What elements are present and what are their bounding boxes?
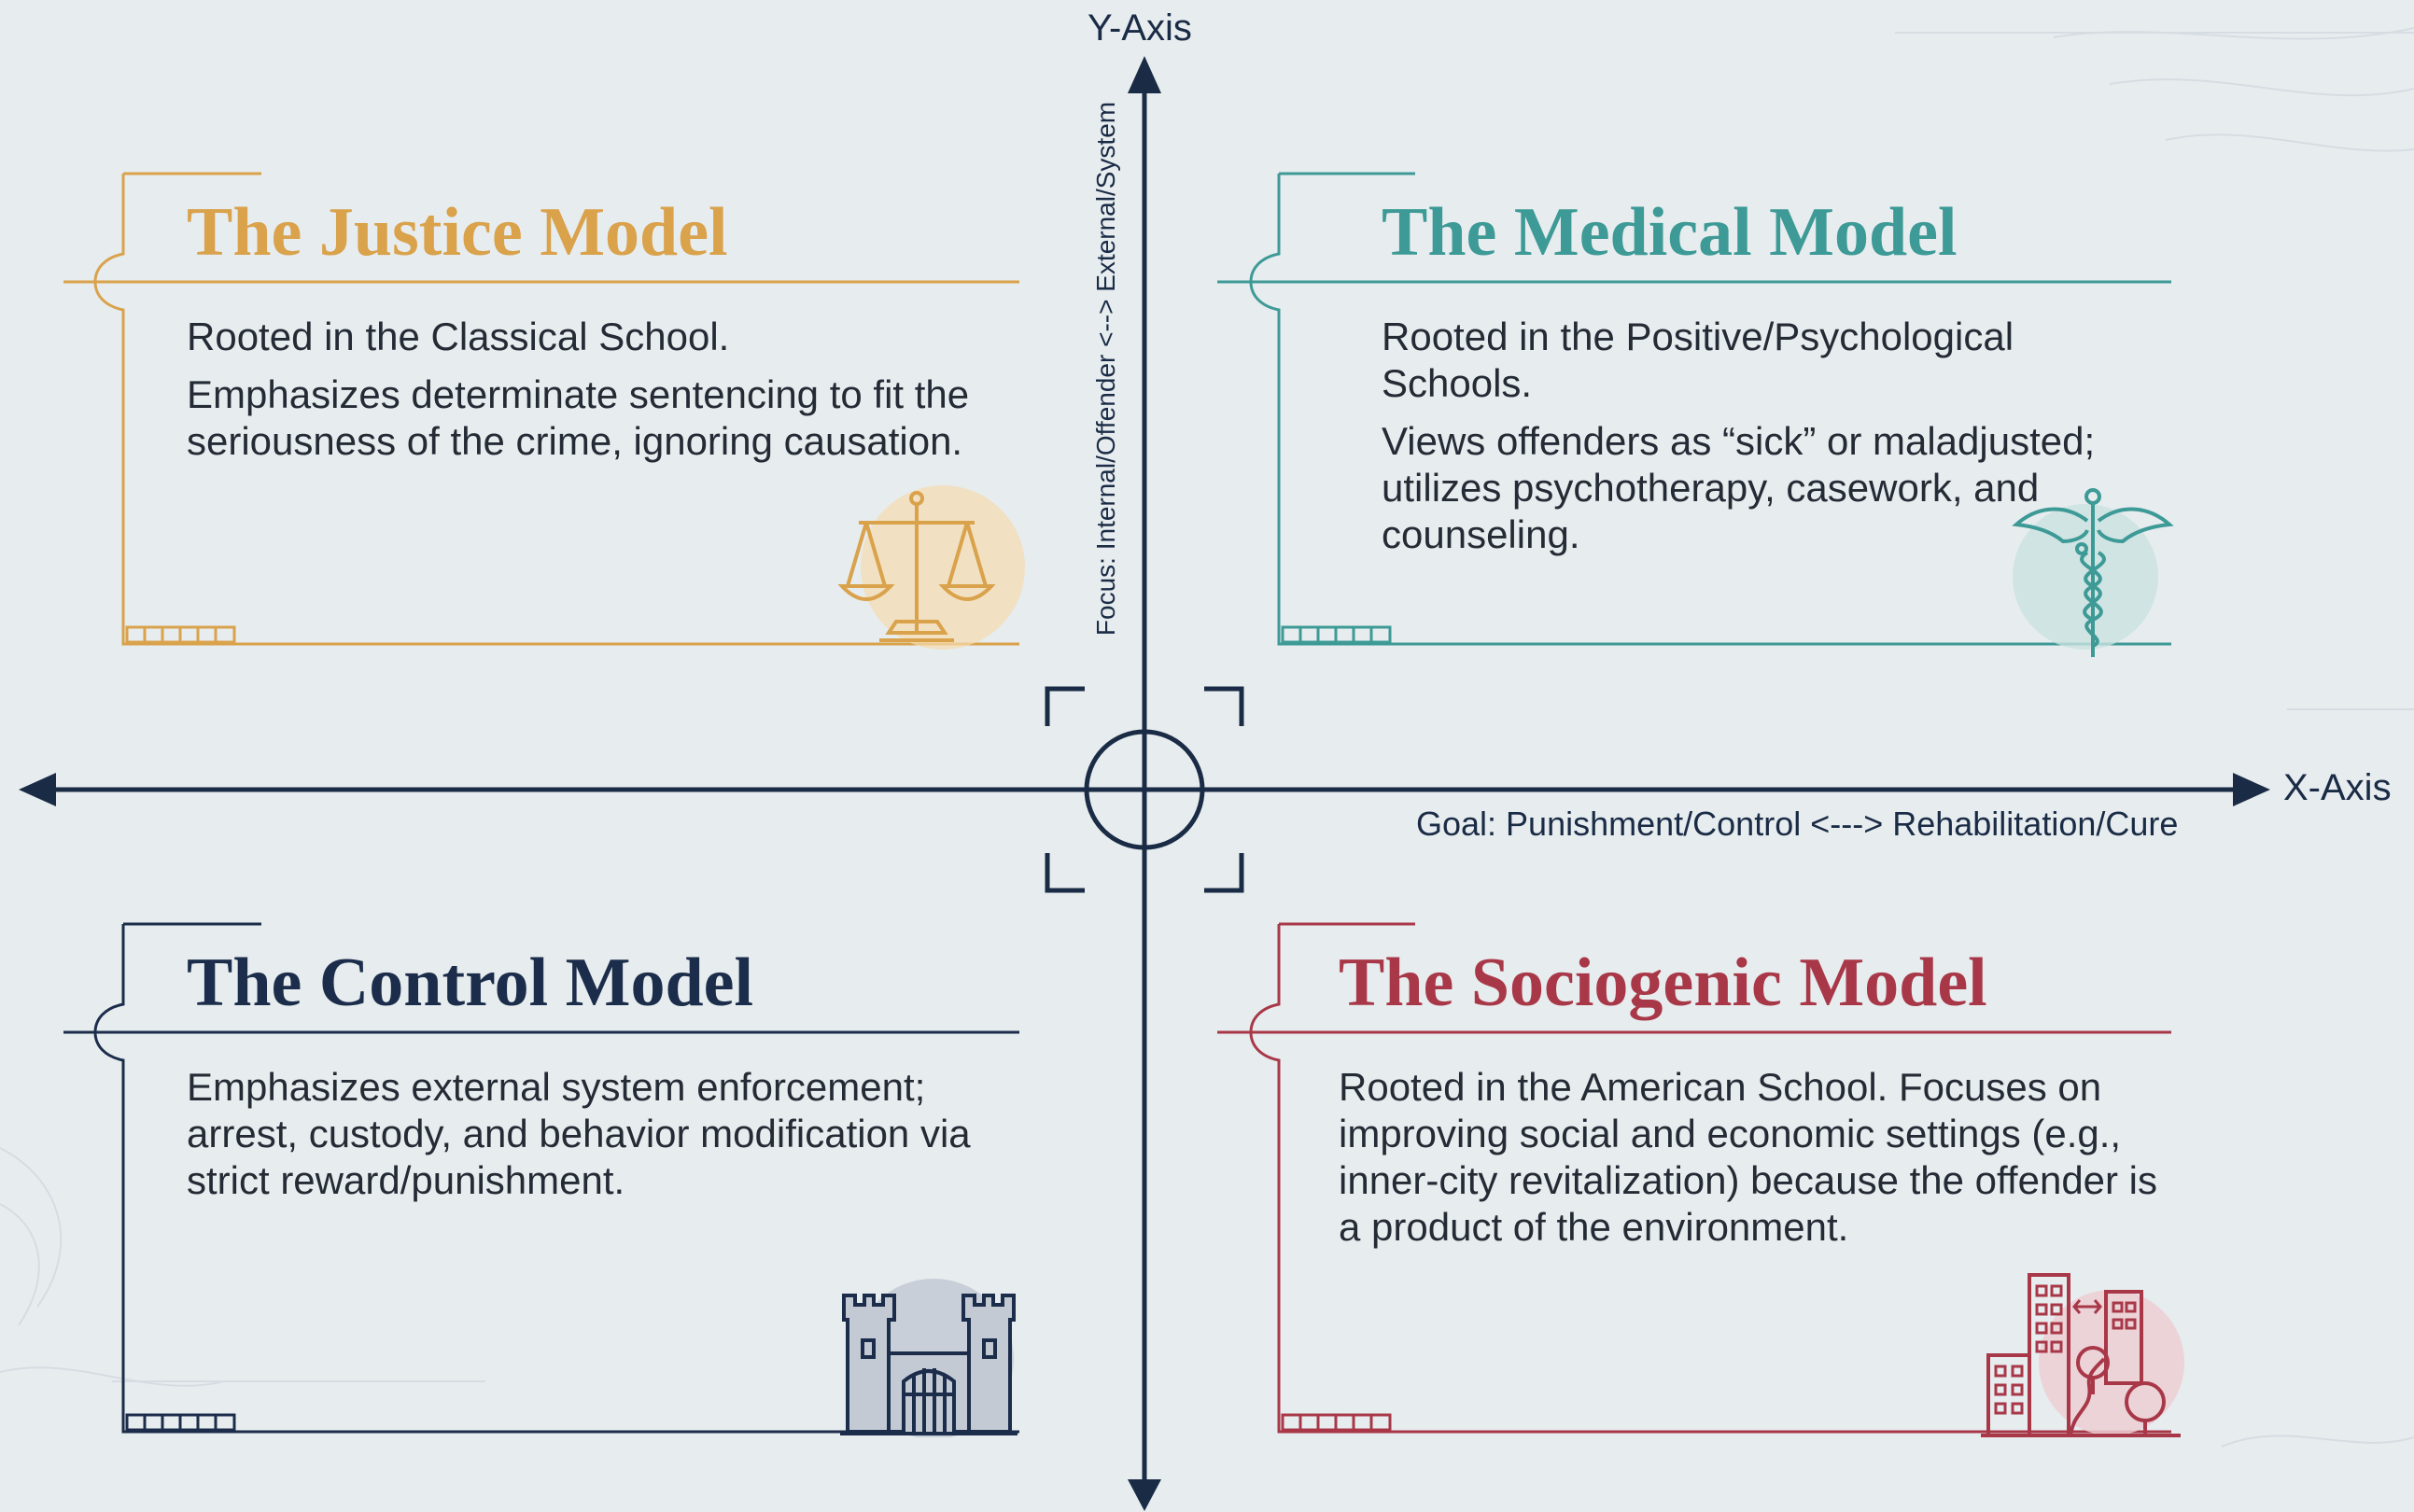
medical-description: Rooted in the Positive/Psychological Sch… bbox=[1382, 314, 2147, 569]
control-title: The Control Model bbox=[187, 945, 754, 1021]
y-axis-arrow-up bbox=[1128, 56, 1161, 93]
x-axis-caption: Goal: Punishment/Control <---> Rehabilit… bbox=[1416, 805, 2179, 843]
y-axis-arrow-down bbox=[1128, 1479, 1161, 1511]
origin-crosshair-icon bbox=[1045, 686, 1244, 893]
y-axis-caption: Focus: Internal/Offender <--> External/S… bbox=[1091, 101, 1120, 637]
caduceus-icon bbox=[2012, 488, 2174, 657]
sociogenic-frame bbox=[1217, 922, 2171, 1434]
justice-description: Rooted in the Classical School. Emphasiz… bbox=[187, 314, 971, 476]
justice-frame bbox=[63, 172, 1019, 646]
medical-title: The Medical Model bbox=[1382, 194, 1958, 271]
quadrant-sociogenic: The Sociogenic Model Rooted in the Ameri… bbox=[1214, 877, 2287, 1512]
sociogenic-line-1: Rooted in the American School. Focuses o… bbox=[1339, 1065, 2158, 1249]
fortress-prison-icon bbox=[840, 1279, 1018, 1437]
medical-line-1: Rooted in the Positive/Psychological Sch… bbox=[1382, 315, 2014, 405]
scales-of-justice-icon bbox=[837, 485, 1025, 650]
quadrant-control: The Control Model Emphasizes external sy… bbox=[0, 877, 1074, 1512]
quadrant-medical: The Medical Model Rooted in the Positive… bbox=[1214, 0, 2287, 672]
city-buildings-icon bbox=[1981, 1273, 2184, 1437]
justice-line-1: Rooted in the Classical School. bbox=[187, 315, 730, 358]
control-line-1: Emphasizes external system enforcement; … bbox=[187, 1065, 971, 1202]
x-axis-label: X-Axis bbox=[2283, 767, 2392, 808]
y-axis-label: Y-Axis bbox=[1088, 7, 1192, 49]
medical-frame bbox=[1217, 172, 2171, 646]
x-axis-arrow-left bbox=[19, 773, 56, 806]
control-frame bbox=[63, 922, 1019, 1434]
x-axis-arrow-right bbox=[2233, 773, 2270, 806]
sociogenic-description: Rooted in the American School. Focuses o… bbox=[1339, 1064, 2160, 1262]
medical-line-2: Views offenders as “sick” or maladjusted… bbox=[1382, 419, 2096, 556]
quadrant-justice: The Justice Model Rooted in the Classica… bbox=[0, 0, 1074, 672]
sociogenic-title: The Sociogenic Model bbox=[1339, 945, 1987, 1021]
justice-line-2: Emphasizes determinate sentencing to fit… bbox=[187, 372, 970, 463]
justice-title: The Justice Model bbox=[187, 194, 728, 271]
control-description: Emphasizes external system enforcement; … bbox=[187, 1064, 971, 1215]
